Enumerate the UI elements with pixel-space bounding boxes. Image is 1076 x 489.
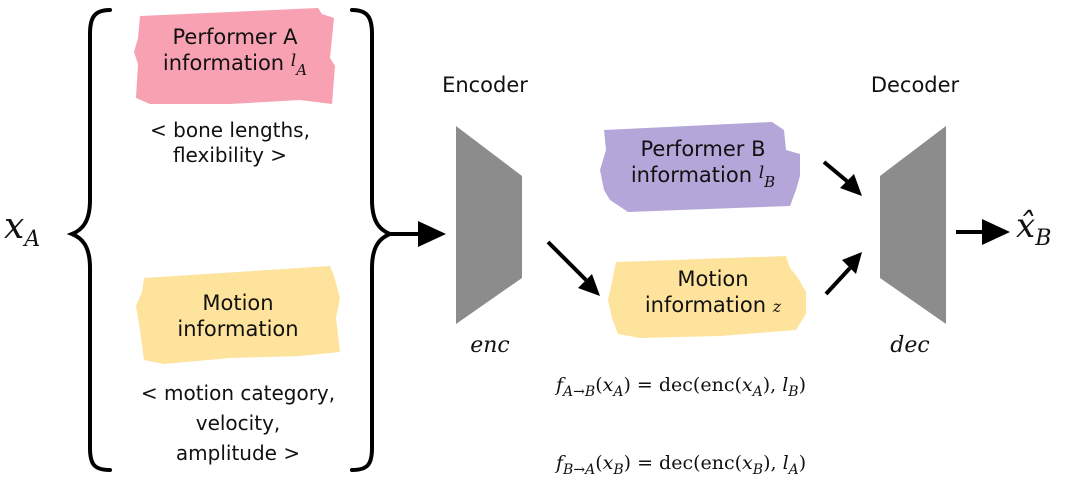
left-brace: [66, 8, 112, 472]
formula-ab-x: x: [602, 374, 614, 396]
input-symbol: xA: [4, 206, 40, 252]
input-symbol-base: x: [4, 206, 25, 247]
formula-ba-x: x: [602, 452, 614, 474]
performer-b-title-line2: information: [630, 163, 753, 188]
arrow-to-encoder-head: [418, 221, 446, 247]
formula-ab-eq: = dec(enc(: [630, 374, 742, 396]
arrow-performer-b-to-decoder-shaft: [822, 160, 850, 184]
encoder-shape: [456, 126, 522, 324]
performer-b-note: [600, 122, 800, 212]
arrow-latent-to-decoder-head: [842, 252, 862, 274]
formula-ba-end: ): [798, 452, 807, 474]
formula-ab-mid: ),: [762, 374, 783, 396]
formula-ab-l: l: [782, 374, 789, 396]
performer-a-label: Performer A information lA: [140, 24, 330, 79]
performer-b-symbol-base: l: [758, 163, 765, 184]
formula-ba-x2sub: B: [752, 461, 764, 478]
formula-ba-mid: ),: [763, 452, 783, 474]
output-symbol: x̂B: [1016, 206, 1051, 251]
arrow-latent-to-decoder-shaft: [824, 266, 852, 296]
formula-ab-end: ): [798, 374, 807, 396]
output-symbol-sub: B: [1035, 225, 1052, 251]
formula-ba-x2: x: [742, 452, 753, 474]
performer-a-attributes: < bone lengths, flexibility >: [150, 118, 310, 167]
decoder-shape: [880, 126, 946, 324]
formula-ba-l: l: [782, 452, 789, 474]
decoder-title: Decoder: [870, 73, 960, 97]
formula-ab-x2: x: [741, 374, 753, 396]
formula-ba-f: f: [556, 452, 564, 474]
formula-ab-f: f: [556, 374, 564, 396]
motion-latent-note: [608, 256, 806, 338]
performer-a-title-line2: information: [162, 51, 285, 76]
formula-ab-sub: A→B: [563, 383, 596, 400]
performer-a-symbol: lA: [290, 51, 307, 78]
motion-latent-symbol: z: [772, 297, 782, 317]
formula-b-to-a: fB→A(xB) = dec(enc(xB), lA): [556, 452, 807, 478]
performer-b-symbol-sub: B: [764, 172, 776, 191]
performer-b-label: Performer B information lB: [608, 136, 798, 191]
motion-left-title-line2: information: [177, 317, 299, 342]
arrow-performer-b-to-decoder-head: [840, 174, 862, 196]
motion-latent-label: Motion information z: [620, 266, 806, 319]
motion-latent-title-line2: information: [644, 293, 767, 318]
encoder-title: Encoder: [442, 73, 528, 97]
performer-a-note: [134, 8, 335, 104]
formula-ab-xsub: A: [613, 383, 624, 400]
formula-ab-lsub: B: [788, 383, 799, 400]
motion-left-label: Motion information: [140, 290, 336, 343]
input-symbol-sub: A: [24, 227, 41, 253]
arrow-encoder-to-latent-head: [578, 274, 600, 296]
formula-ab-x2sub: A: [752, 383, 763, 400]
performer-a-symbol-sub: A: [296, 60, 308, 79]
formula-a-to-b: fA→B(xA) = dec(enc(xA), lB): [556, 374, 807, 400]
performer-a-title-line2-row: information lA: [140, 50, 330, 79]
formula-ba-sub: B→A: [563, 461, 596, 478]
arrow-to-output-head: [982, 219, 1010, 245]
motion-left-attributes: < motion category, velocity, amplitude >: [140, 381, 336, 465]
motion-latent-title-line2-row: information z: [620, 292, 806, 318]
decoder-symbol: dec: [890, 333, 930, 358]
motion-left-note: [136, 266, 340, 364]
motion-left-title-line1: Motion: [202, 291, 274, 315]
performer-b-title-line1: Performer B: [640, 137, 766, 161]
performer-b-title-line2-row: information lB: [608, 162, 798, 191]
formula-ba-eq: = dec(enc(: [631, 452, 743, 474]
performer-a-symbol-base: l: [290, 51, 297, 72]
motion-latent-title-line1: Motion: [677, 267, 749, 291]
output-symbol-base: x̂: [1016, 206, 1036, 246]
performer-a-title-line1: Performer A: [172, 25, 298, 49]
arrow-encoder-to-latent-shaft: [546, 240, 588, 282]
right-brace: [350, 8, 396, 472]
formula-ba-xsub: B: [613, 461, 624, 478]
encoder-symbol: enc: [470, 333, 510, 358]
formula-ba-lsub: A: [788, 461, 799, 478]
performer-b-symbol: lB: [758, 163, 775, 190]
